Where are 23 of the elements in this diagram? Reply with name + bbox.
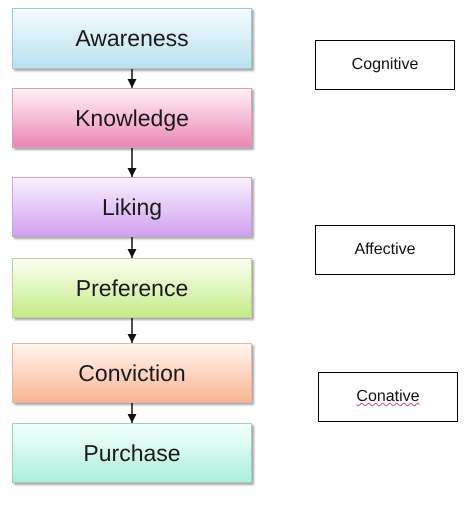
stage-label: Knowledge — [75, 104, 189, 133]
arrow — [128, 403, 136, 423]
stage-label: Awareness — [75, 24, 189, 54]
category-label: Cognitive — [352, 55, 418, 75]
arrow — [128, 148, 136, 177]
arrow — [128, 237, 136, 258]
stage-label: Purchase — [83, 438, 181, 468]
stage-label: Conviction — [78, 358, 186, 388]
stage-box — [12, 423, 252, 483]
stage-label: Liking — [102, 192, 162, 222]
category-box — [315, 225, 455, 275]
stage-label: Preference — [76, 274, 188, 303]
category-label: Conative — [356, 387, 420, 407]
category-box — [315, 40, 455, 90]
stage-box — [12, 8, 252, 69]
stage-box — [12, 88, 252, 148]
category-label: Affective — [354, 240, 416, 260]
stage-box — [12, 177, 252, 237]
stage-box — [12, 258, 252, 318]
stage-box — [12, 343, 252, 403]
category-box — [318, 372, 458, 422]
arrow — [128, 318, 136, 343]
arrow — [128, 69, 136, 88]
